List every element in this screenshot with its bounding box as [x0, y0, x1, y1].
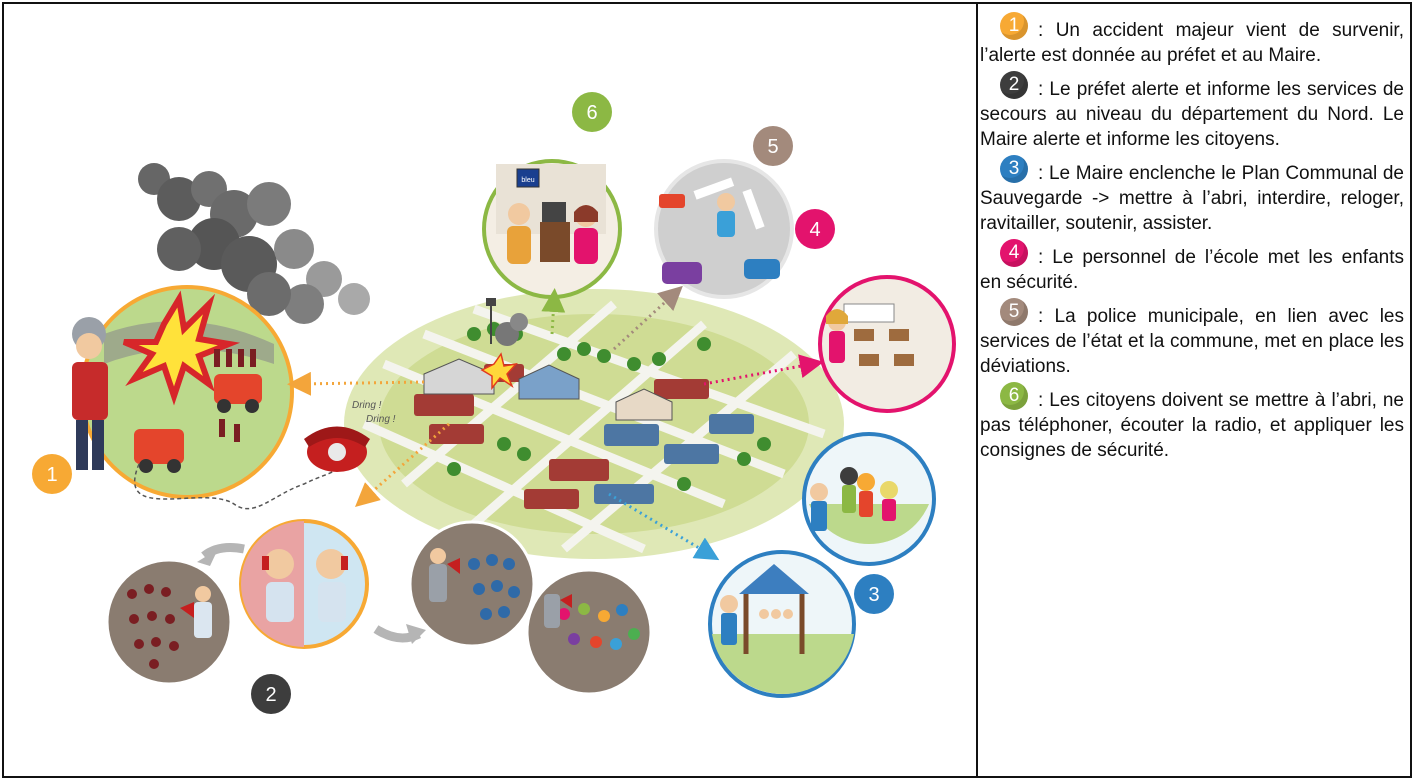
scene-radio: bleu	[482, 159, 622, 299]
scene-police	[654, 159, 794, 299]
badge-2: 2	[265, 684, 276, 706]
badge-4: 4	[809, 219, 820, 241]
badge-6: 6	[586, 102, 597, 124]
step-text-3: : Le Maire enclenche le Plan Communal de…	[980, 163, 1404, 234]
step-text-5: : La police municipale, en lien avec les…	[980, 306, 1404, 377]
explosion-icon	[122, 290, 241, 406]
houses-blue	[594, 414, 754, 504]
town-map	[344, 289, 844, 559]
step-badge-2: 2	[1000, 71, 1028, 99]
step-text-1: : Un accident majeur vient de survenir, …	[980, 20, 1404, 66]
dring-label-2: Dring !	[366, 414, 396, 425]
scene-crowd-red	[105, 558, 233, 686]
legend-step-4: 4: Le personnel de l’école met les enfan…	[980, 239, 1404, 295]
megaphone-icon	[180, 602, 194, 618]
step-badge-4: 4	[1000, 239, 1028, 267]
badge-1: 1	[46, 464, 57, 486]
telephone-icon	[304, 426, 370, 472]
legend-step-2: 2: Le préfet alerte et informe les servi…	[980, 71, 1404, 152]
legend-panel: 1: Un accident majeur vient de survenir,…	[980, 12, 1404, 472]
scene-crowd-colors	[525, 568, 653, 696]
flow-arrow-left-icon	[201, 543, 245, 560]
badge-5: 5	[767, 136, 778, 158]
step-text-6: : Les citoyens doivent se mettre à l’abr…	[980, 390, 1404, 461]
step-badge-5: 5	[1000, 298, 1028, 326]
smoke-cloud	[138, 163, 370, 324]
scene-phone-call	[239, 519, 369, 649]
radio-icon	[542, 202, 566, 222]
legend-step-6: 6: Les citoyens doivent se mettre à l’ab…	[980, 382, 1404, 463]
scene-accident	[72, 285, 294, 499]
dring-label-1: Dring !	[352, 400, 382, 411]
scene-school	[818, 275, 956, 413]
legend-step-3: 3: Le Maire enclenche le Plan Communal d…	[980, 155, 1404, 236]
step-text-2: : Le préfet alerte et informe les servic…	[980, 79, 1404, 150]
badge-3: 3	[868, 584, 879, 606]
emergency-illustration: 1 Dring ! Dring !	[32, 92, 956, 714]
dotted-arrows	[287, 285, 824, 561]
step-text-4: : Le personnel de l’école met les enfant…	[980, 247, 1404, 293]
legend-step-5: 5: La police municipale, en lien avec le…	[980, 298, 1404, 379]
panel-divider	[976, 4, 978, 776]
step-badge-1: 1	[1000, 12, 1028, 40]
step-badge-3: 3	[1000, 155, 1028, 183]
scene-shelter	[708, 432, 936, 698]
step-badge-6: 6	[1000, 382, 1028, 410]
radio-logo: bleu	[521, 177, 534, 184]
scene-crowd-blue	[408, 520, 536, 648]
legend-step-1: 1: Un accident majeur vient de survenir,…	[980, 12, 1404, 68]
phone-cord	[133, 463, 345, 510]
